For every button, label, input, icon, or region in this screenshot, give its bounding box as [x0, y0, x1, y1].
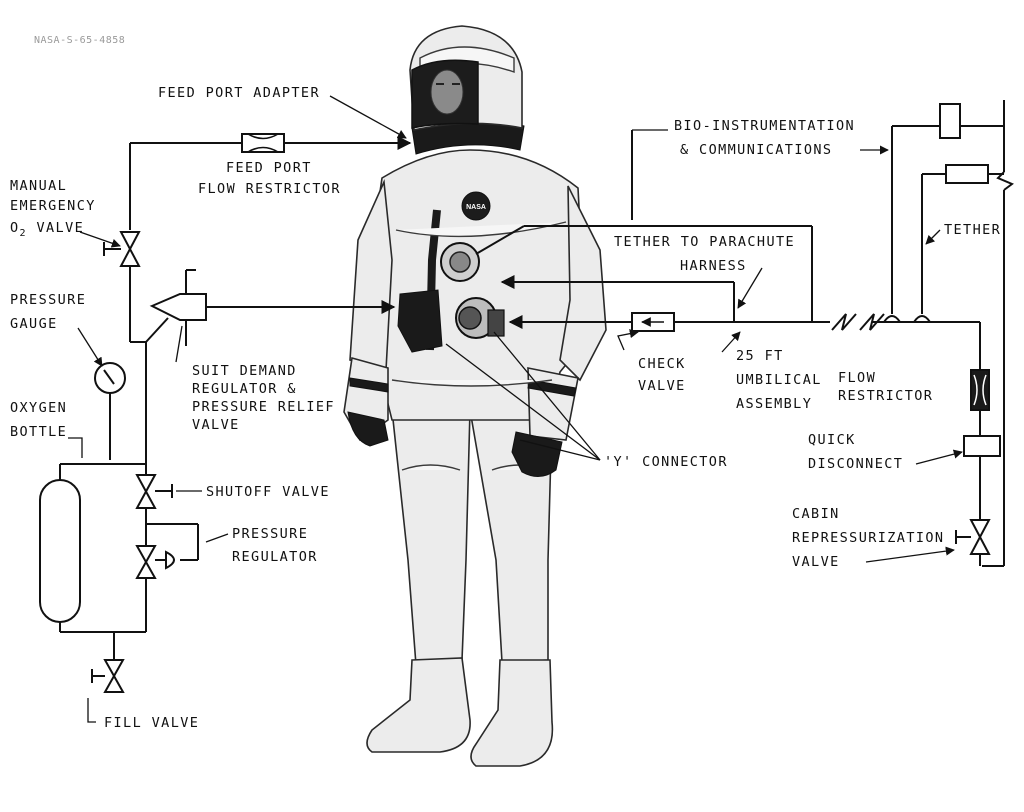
bio-comm-connector-symbol [940, 104, 960, 138]
label-check-valve-line1: CHECK [638, 356, 686, 372]
label-pressure-gauge-line2: GAUGE [10, 316, 58, 332]
label-manual-emergency-line3: O2 VALVE [10, 220, 84, 239]
label-suit-demand-line2: REGULATOR & [192, 381, 297, 397]
label-cabin-repressurization-line2: REPRESSURIZATION [792, 530, 944, 546]
cabin-repressurization-valve-symbol [971, 520, 989, 554]
oxygen-outlet-connector [488, 310, 504, 336]
label-quick-disconnect-line2: DISCONNECT [808, 456, 903, 472]
label-tether-parachute-line2: HARNESS [680, 258, 747, 274]
label-pressure-gauge-line1: PRESSURE [10, 292, 86, 308]
label-cabin-repressurization-line1: CABIN [792, 506, 840, 522]
quick-disconnect-symbol [964, 436, 1000, 456]
pressure-regulator-symbol [137, 546, 155, 578]
tether-connector-symbol [946, 165, 988, 183]
manual-emergency-valve-symbol [121, 232, 139, 266]
feed-port-flow-restrictor-symbol [242, 134, 284, 152]
face [431, 70, 463, 114]
label-suit-demand-line1: SUIT DEMAND [192, 363, 297, 379]
label-flow-restrictor-line1: FLOW [838, 370, 876, 386]
label-quick-disconnect-line1: QUICK [808, 432, 856, 448]
label-bio-instrumentation-line2: & COMMUNICATIONS [680, 142, 832, 158]
nasa-patch-text: NASA [466, 204, 486, 211]
astronaut-figure: NASA [344, 26, 606, 766]
label-flow-restrictor-line2: RESTRICTOR [838, 388, 933, 404]
left-boot [367, 658, 470, 752]
suit-demand-regulator-symbol [152, 294, 206, 320]
label-y-connector: 'Y' CONNECTOR [604, 454, 728, 470]
oxygen-bottle-symbol [40, 480, 80, 622]
label-umbilical-line1: 25 FT [736, 348, 784, 364]
fill-valve-symbol [105, 660, 123, 692]
label-feed-port-flow-restrictor-line2: FLOW RESTRICTOR [198, 181, 341, 197]
label-tether-parachute-line1: TETHER TO PARACHUTE [614, 234, 795, 250]
umbilical-break-symbol [832, 314, 856, 330]
label-tether: TETHER [944, 222, 1001, 238]
label-fill-valve: FILL VALVE [104, 715, 199, 731]
label-manual-emergency-line1: MANUAL [10, 178, 67, 194]
label-pressure-regulator-line1: PRESSURE [232, 526, 308, 542]
label-manual-emergency-line2: EMERGENCY [10, 198, 96, 214]
label-check-valve-line2: VALVE [638, 378, 686, 394]
label-oxygen-bottle-line2: BOTTLE [10, 424, 67, 440]
label-suit-demand-line4: VALVE [192, 417, 240, 433]
label-pressure-regulator-line2: REGULATOR [232, 549, 318, 565]
label-umbilical-line2: UMBILICAL [736, 372, 822, 388]
label-bio-instrumentation-line1: BIO-INSTRUMENTATION [674, 118, 855, 134]
label-cabin-repressurization-line3: VALVE [792, 554, 840, 570]
shutoff-valve-symbol [137, 475, 155, 508]
photo-reference: NASA-S-65-4858 [34, 35, 125, 46]
label-oxygen-bottle-line1: OXYGEN [10, 400, 67, 416]
label-umbilical-line3: ASSEMBLY [736, 396, 812, 412]
left-leg [392, 410, 470, 665]
label-suit-demand-line3: PRESSURE RELIEF [192, 399, 335, 415]
right-boot [471, 660, 552, 766]
left-arm [350, 182, 392, 370]
label-feed-port-adapter: FEED PORT ADAPTER [158, 85, 320, 101]
label-feed-port-flow-restrictor-line1: FEED PORT [226, 160, 312, 176]
label-shutoff-valve: SHUTOFF VALVE [206, 484, 330, 500]
